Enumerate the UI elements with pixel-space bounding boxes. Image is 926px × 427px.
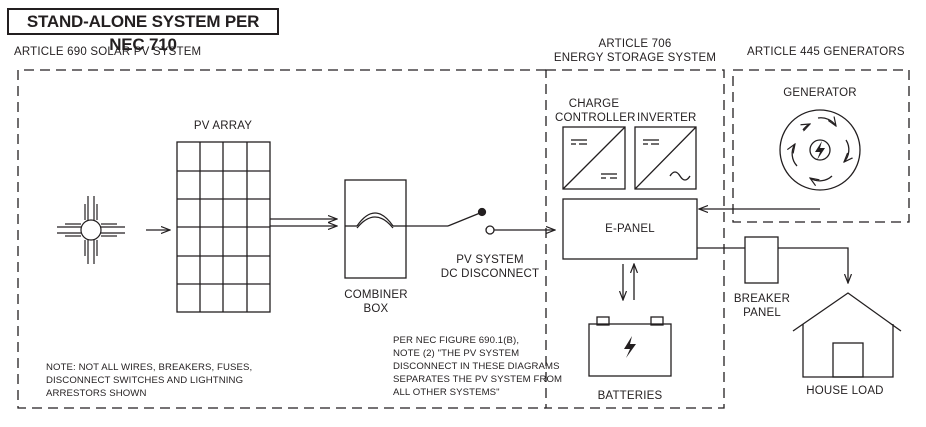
breaker-to-house-arrow <box>778 247 848 283</box>
note-left-line1: NOTE: NOT ALL WIRES, BREAKERS, FUSES, <box>46 362 253 373</box>
e-panel-label: E-PANEL <box>605 223 655 235</box>
house-load-label: HOUSE LOAD <box>806 385 884 397</box>
sun-icon <box>57 196 125 264</box>
batteries-label: BATTERIES <box>597 390 663 402</box>
breaker-panel-label-line1: BREAKER <box>733 293 791 305</box>
breaker-panel <box>744 236 779 284</box>
charge-controller-label-line1: CHARGE <box>568 98 620 110</box>
combiner-box-label-line2: BOX <box>363 303 389 315</box>
lightning-icon <box>815 141 825 160</box>
note-right-line2: NOTE (2) "THE PV SYSTEM <box>393 348 520 359</box>
note-right-line3: DISCONNECT IN THESE DIAGRAMS <box>393 361 560 372</box>
pv-array-label: PV ARRAY <box>193 120 253 132</box>
note-right-line4: SEPARATES THE PV SYSTEM FROM <box>393 374 563 385</box>
note-right-line1: PER NEC FIGURE 690.1(B), <box>393 335 520 346</box>
pv-array <box>176 141 271 313</box>
charge-controller-label-line2: CONTROLLER <box>555 112 636 124</box>
pv-disconnect-label-line2: DC DISCONNECT <box>440 268 540 280</box>
pv-disconnect-label-line1: PV SYSTEM <box>456 254 524 266</box>
e-panel <box>562 198 698 260</box>
note-left-line2: DISCONNECT SWITCHES AND LIGHTNING <box>46 375 244 386</box>
battery-lightning-icon <box>624 336 636 358</box>
charge-controller <box>562 126 626 190</box>
combiner-box-label-line1: COMBINER <box>344 289 408 301</box>
inverter-label: INVERTER <box>637 112 697 124</box>
solar-pv-boundary <box>17 69 546 409</box>
diagram-title-box: STAND-ALONE SYSTEM PER NEC 710 <box>7 8 279 54</box>
house-icon <box>792 292 902 378</box>
storage-section-label-line2: ENERGY STORAGE SYSTEM <box>553 52 717 64</box>
diagram-title: STAND-ALONE SYSTEM PER NEC 710 <box>26 12 260 54</box>
solar-pv-section-label: ARTICLE 690 SOLAR PV SYSTEM <box>14 46 202 58</box>
combiner-box <box>344 179 407 279</box>
inverter <box>634 126 697 190</box>
breaker-panel-label-line2: PANEL <box>743 307 781 319</box>
note-left-line3: ARRESTORS SHOWN <box>46 388 147 399</box>
storage-section-label-line1: ARTICLE 706 <box>598 38 672 50</box>
generators-boundary <box>732 69 910 223</box>
generator-icon <box>779 109 861 191</box>
generators-section-label: ARTICLE 445 GENERATORS <box>747 46 905 58</box>
batteries <box>588 316 672 377</box>
note-right-line5: ALL OTHER SYSTEMS" <box>393 387 500 398</box>
storage-boundary <box>545 69 725 409</box>
generator-label: GENERATOR <box>783 87 857 99</box>
pv-dc-disconnect-switch <box>406 207 555 235</box>
